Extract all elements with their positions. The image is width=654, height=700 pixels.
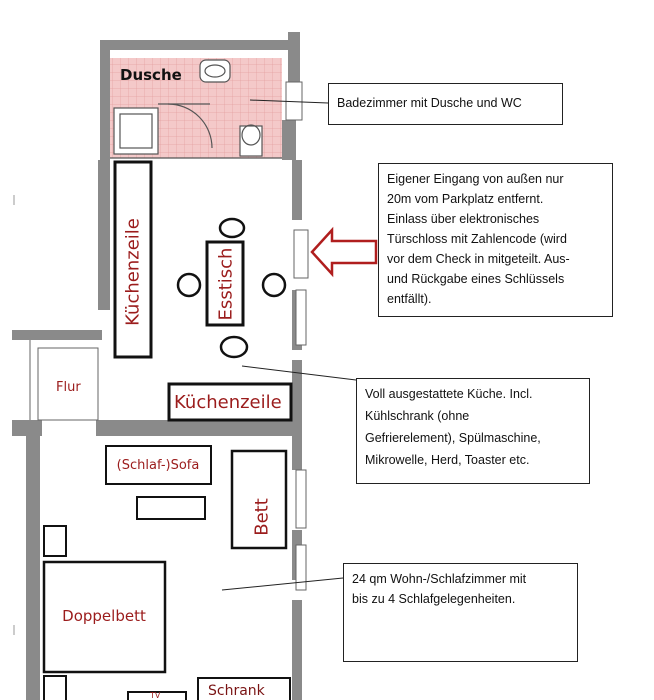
wardrobe <box>197 677 291 700</box>
dining-table <box>205 240 245 327</box>
note-kitchen-line: Gefrierelement), Spülmaschine, <box>365 431 541 445</box>
label-dusche: Dusche <box>120 66 182 84</box>
note-entrance-line: Türschloss mit Zahlencode (wird <box>387 232 567 246</box>
label-kuechenzeile-vertical: Küchenzeile <box>122 218 144 326</box>
entrance-arrow-icon <box>310 226 378 278</box>
note-entrance-line: Eigener Eingang von außen nur <box>387 172 564 186</box>
note-living-line: 24 qm Wohn-/Schlafzimmer mit <box>352 572 527 586</box>
label-esstisch: Esstisch <box>215 247 237 321</box>
label-kuechenzeile-horizontal: Küchenzeile <box>174 392 282 413</box>
label-sofa: (Schlaf-)Sofa <box>116 458 200 473</box>
coffee-table <box>136 496 206 520</box>
sofa <box>105 445 212 485</box>
kitchen-counter-horizontal <box>167 382 293 422</box>
note-entrance-line: Einlass über elektronisches <box>387 212 540 226</box>
note-entrance-line: und Rückgabe eines Schlüssels <box>387 272 565 286</box>
note-entrance-line: entfällt). <box>387 292 432 306</box>
note-bathroom: Badezimmer mit Dusche und WC <box>328 83 563 125</box>
label-doppelbett: Doppelbett <box>62 607 146 625</box>
note-entrance-line: vor dem Check in mitgeteilt. Aus- <box>387 252 570 266</box>
note-entrance-line: 20m vom Parkplatz entfernt. <box>387 192 544 206</box>
double-bed <box>42 560 167 674</box>
label-tv: TV <box>150 691 161 700</box>
note-living: 24 qm Wohn-/Schlafzimmer mit bis zu 4 Sc… <box>343 563 578 662</box>
kitchen-counter-vertical <box>113 160 153 359</box>
nightstand-bottom <box>43 675 67 700</box>
note-kitchen-line: Kühlschrank (ohne <box>365 409 470 423</box>
tv-stand <box>127 691 187 700</box>
label-flur: Flur <box>56 380 81 395</box>
chairs <box>176 217 287 359</box>
label-bett: Bett <box>251 498 273 536</box>
leader-lines <box>221 99 357 591</box>
single-bed <box>230 449 288 550</box>
note-living-line: bis zu 4 Schlafgelegenheiten. <box>352 592 516 606</box>
walls <box>12 32 302 700</box>
nightstand-top <box>43 525 67 557</box>
note-entrance: Eigener Eingang von außen nur 20m vom Pa… <box>378 163 613 317</box>
note-kitchen-line: Voll ausgestattete Küche. Incl. <box>365 387 533 401</box>
note-kitchen-line: Mikrowelle, Herd, Toaster etc. <box>365 453 530 467</box>
note-kitchen: Voll ausgestattete Küche. Incl. Kühlschr… <box>356 378 590 484</box>
flur-room <box>29 340 99 421</box>
label-schrank: Schrank <box>208 683 265 699</box>
bathroom-fixtures <box>110 59 282 159</box>
note-bathroom-line: Badezimmer mit Dusche und WC <box>337 96 522 110</box>
